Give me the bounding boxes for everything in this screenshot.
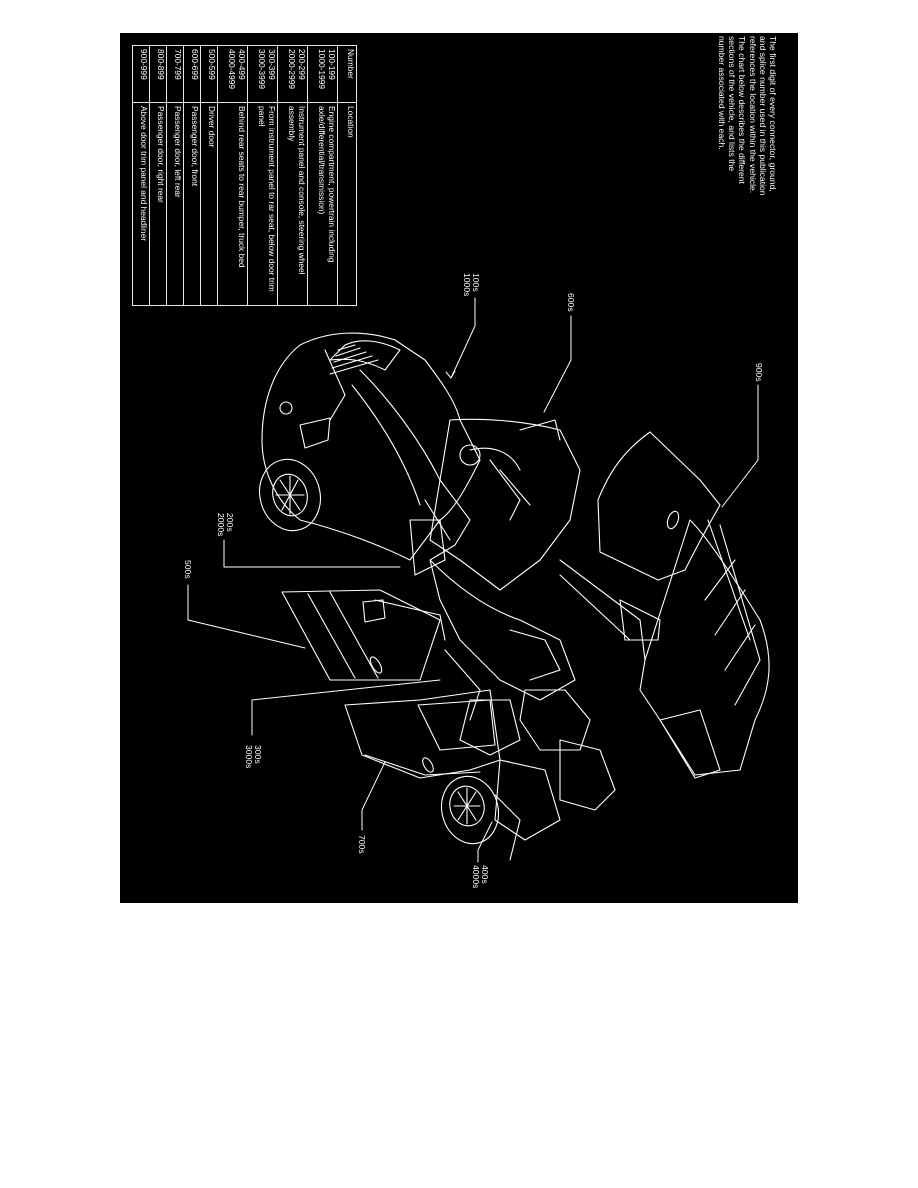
driver-door-illustration [281, 589, 446, 681]
interior-illustration [429, 559, 616, 841]
rear-wheel-illustration [441, 775, 521, 861]
rear-door-illustration [344, 689, 501, 779]
callout-leaders [187, 297, 759, 863]
front-end-illustration [259, 332, 481, 561]
callout-500s: 500s [183, 560, 193, 579]
callout-700s: 700s [357, 835, 367, 854]
diagram-panel [120, 33, 798, 903]
callout-900s: 900s [754, 363, 764, 382]
engine-compartment-illustration [409, 418, 581, 591]
roof-illustration [559, 431, 770, 779]
callout-600s: 600s [566, 293, 576, 312]
